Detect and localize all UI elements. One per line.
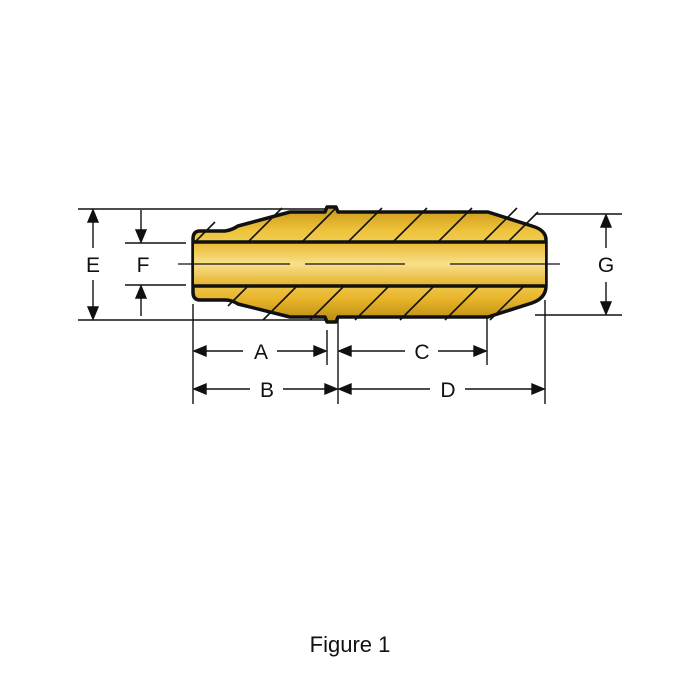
- dim-label-c: C: [414, 341, 429, 364]
- figure-caption: Figure 1: [309, 632, 391, 657]
- dimension-lines: [78, 208, 622, 404]
- dim-label-e: E: [86, 254, 100, 277]
- guide-body: [178, 205, 560, 324]
- dim-label-d: D: [440, 379, 455, 402]
- dim-label-a: A: [254, 341, 268, 364]
- hatch-upper: [194, 207, 539, 242]
- dim-label-g: G: [598, 254, 614, 277]
- dim-label-b: B: [260, 379, 274, 402]
- hatch-lower: [227, 286, 525, 321]
- dim-label-f: F: [137, 254, 150, 277]
